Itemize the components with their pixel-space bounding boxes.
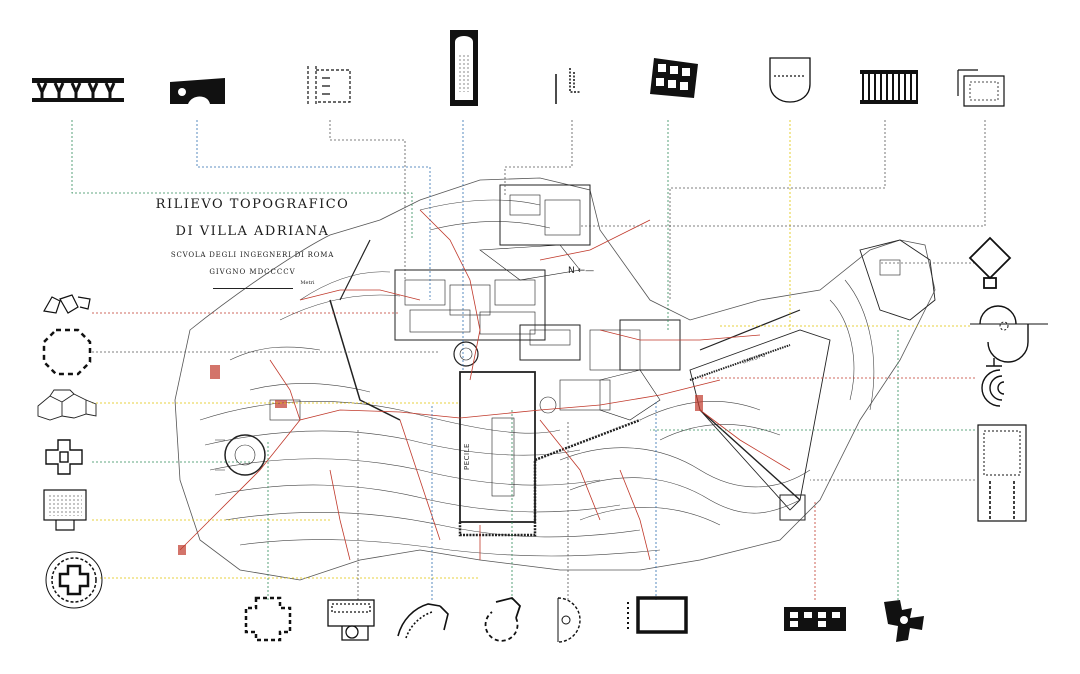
- site-plan: [174, 177, 936, 581]
- bridge-plan-icon: [170, 78, 225, 104]
- map-subtitle: SCVOLA DEGLI INGEGNERI DI ROMA: [170, 251, 335, 259]
- gridded-apse-icon: [43, 489, 87, 531]
- pecile-court: [459, 371, 536, 523]
- nested-arc-icon: [981, 358, 1005, 407]
- teatro-marittimo: [453, 341, 479, 367]
- apse-hall-icon: [769, 57, 811, 103]
- portico-plan-icon: [307, 66, 351, 106]
- north-arrow: N ←—: [568, 266, 594, 276]
- bldg-complex-north: [394, 269, 546, 341]
- long-hall-plan-icon: [450, 30, 478, 106]
- scale-unit: Metri: [300, 280, 315, 286]
- diamond-pavilion-icon: [968, 236, 1012, 289]
- aqueduct-arches-icon: [32, 78, 124, 102]
- semicircle-exedra-icon: [970, 305, 1048, 363]
- rectangle-court-icon: [627, 596, 688, 634]
- label-pecile: PECILE: [463, 443, 471, 470]
- room-complex-icon: [327, 599, 375, 641]
- pavilion-cluster-icon: [43, 294, 91, 314]
- hex-rooms-icon: [37, 389, 97, 421]
- map-cartouche: RILIEVO TOPOGRAFICO DI VILLA ADRIANA SCV…: [150, 195, 355, 289]
- cross-plan-icon: [45, 439, 83, 475]
- leader-lines: [71, 120, 986, 600]
- map-title-line2: DI VILLA ADRIANA: [175, 224, 330, 239]
- colonnade-icon: [860, 70, 918, 104]
- irregular-building-icon: [884, 600, 924, 642]
- circular-room-icon: [484, 597, 522, 642]
- north-arrow-icon: ←—: [577, 266, 595, 276]
- dotted-circle-icon: [557, 597, 581, 643]
- scale-bar: Metri: [212, 280, 315, 289]
- stair-wall-icon: [555, 68, 580, 104]
- curved-wall-icon: [397, 603, 449, 639]
- temple-colonnade-icon: [977, 424, 1027, 522]
- octagon-plan-icon: [42, 328, 92, 376]
- north-label: N: [568, 266, 575, 276]
- map-date: GIVGNO MDCCCCV: [209, 268, 296, 276]
- wall-block-icon: [784, 607, 846, 631]
- cross-room-icon: [244, 596, 292, 642]
- circular-plan-icon: [45, 551, 103, 609]
- red-roads: [179, 209, 791, 561]
- pecile-terrace: [458, 418, 641, 537]
- grid-building-icon: [650, 58, 698, 98]
- red-accents: [178, 365, 703, 555]
- courtyard-frame-icon: [957, 69, 1005, 107]
- map-title-line1: RILIEVO TOPOGRAFICO: [155, 197, 350, 212]
